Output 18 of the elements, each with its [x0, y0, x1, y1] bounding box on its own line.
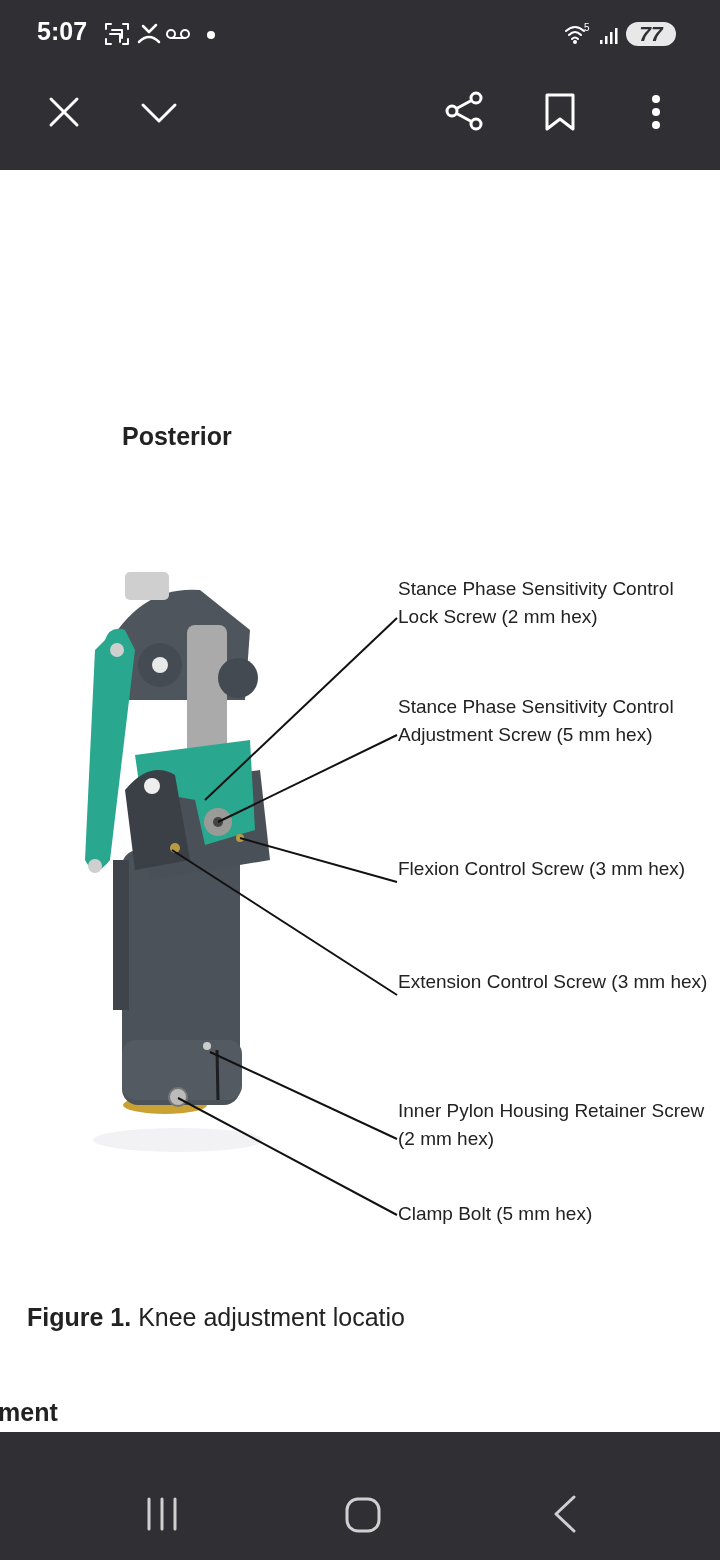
figure-caption: Figure 1. Knee adjustment locatio: [27, 1303, 405, 1332]
leader-line: [177, 1097, 398, 1216]
battery-level: 77: [626, 22, 676, 46]
callout-label: Clamp Bolt (5 mm hex): [398, 1202, 594, 1226]
leader-line: [204, 617, 398, 801]
status-time: 5:07: [37, 17, 88, 46]
leader-line: [171, 849, 398, 996]
callout-label: Extension Control Screw (3 mm hex): [398, 970, 709, 994]
wifi-band-label: 5: [584, 22, 590, 33]
section-heading: ment: [0, 1398, 58, 1426]
view-heading: Posterior: [122, 422, 232, 451]
callout-label: Flexion Control Screw (3 mm hex): [398, 857, 687, 881]
leader-line: [217, 734, 398, 823]
callout-label: Stance Phase Sensitivity Control Adjustment Screw (5 mm hex): [398, 695, 675, 747]
callout-label: Inner Pylon Housing Retainer Screw (2 mm hex): [398, 1099, 706, 1151]
leader-line: [239, 837, 398, 883]
leader-line: [209, 1051, 398, 1140]
callout-label: Stance Phase Sensitivity Control Lock Screw (2 mm hex): [398, 577, 675, 629]
